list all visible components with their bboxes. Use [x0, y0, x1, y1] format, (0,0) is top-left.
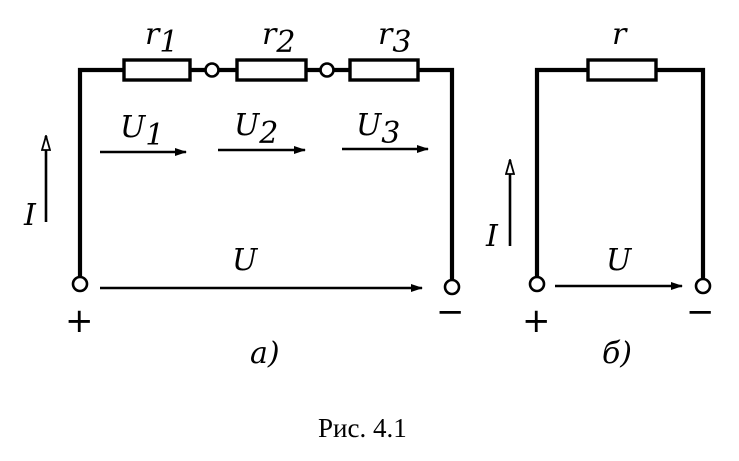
wire-left-a — [77, 67, 127, 280]
wire-left-b — [534, 67, 591, 280]
resistor-r3 — [348, 58, 420, 82]
label-current-b: I — [485, 219, 499, 254]
plus-sign-a: + — [65, 301, 94, 341]
resistor-r — [586, 58, 658, 82]
label-total-voltage-a: U — [232, 243, 259, 278]
junction-node-2 — [319, 62, 335, 78]
label-current-a: I — [23, 198, 37, 233]
subfigure-label-a: а) — [250, 336, 280, 371]
label-r2: r2 — [262, 17, 295, 60]
resistor-r2 — [235, 58, 308, 82]
wire-right-a — [415, 67, 455, 280]
terminal-minus-a — [443, 278, 461, 296]
terminal-plus-a — [71, 275, 89, 293]
label-u1: U1 — [120, 110, 164, 153]
label-r3: r3 — [378, 17, 411, 60]
terminal-minus-b — [694, 277, 712, 295]
simple-circuit-b: r U I + − б) — [485, 17, 715, 371]
series-circuit-a: r1 r2 r3 U1 U2 U3 U I + − а) — [23, 17, 465, 371]
label-voltage-b: U — [606, 243, 633, 278]
label-u2: U2 — [234, 108, 278, 151]
minus-sign-a: − — [436, 292, 465, 332]
label-r: r — [612, 17, 628, 52]
subfigure-label-b: б) — [602, 336, 632, 371]
resistor-r1 — [122, 58, 192, 82]
label-u3: U3 — [356, 108, 400, 151]
terminal-plus-b — [528, 275, 546, 293]
figure-caption: Рис. 4.1 — [318, 413, 407, 443]
plus-sign-b: + — [522, 301, 551, 341]
minus-sign-b: − — [686, 292, 715, 332]
junction-node-1 — [204, 62, 220, 78]
label-r1: r1 — [145, 17, 178, 60]
wire-right-b — [653, 67, 706, 280]
